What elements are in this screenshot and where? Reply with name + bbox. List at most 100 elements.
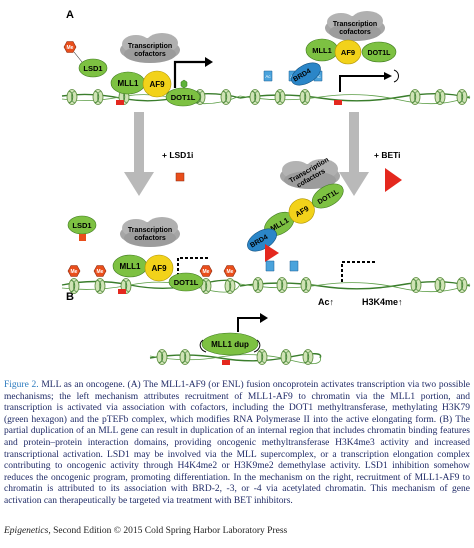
- nucleosome: [252, 277, 264, 293]
- nucleosome: [156, 349, 168, 365]
- me-marker: Me: [223, 265, 237, 277]
- me-marker: Me: [93, 265, 107, 277]
- publication-credit: Epigenetics, Second Edition © 2015 Cold …: [4, 526, 470, 536]
- reduced-transcription-line: [177, 257, 208, 276]
- ac-marker: Ac: [313, 70, 323, 82]
- dot1l-protein: [311, 183, 344, 209]
- mll1-dup-label: MLL1 dup: [211, 340, 249, 349]
- nucleosome: [300, 277, 312, 293]
- svg-text:Ac: Ac: [265, 74, 271, 79]
- svg-text:DOT1L: DOT1L: [368, 50, 392, 57]
- ac-marker: [289, 260, 299, 272]
- lsd1-label: LSD1: [83, 64, 102, 73]
- ac-marker: Ac: [263, 70, 273, 82]
- svg-text:cofactors: cofactors: [134, 51, 166, 58]
- nucleosome: [434, 277, 446, 293]
- brd4-protein: [291, 62, 321, 86]
- svg-text:cofactors: cofactors: [134, 235, 166, 242]
- lsd1i-arrow: [124, 112, 154, 196]
- svg-text:MLL1: MLL1: [120, 262, 141, 271]
- cpg-box: [334, 100, 342, 105]
- bottom-right-complex: Transcription cofactors MLL1 AF9 DOT1L B…: [239, 157, 471, 307]
- cpg-box: [222, 360, 230, 365]
- mll1-dup-protein: [201, 332, 259, 356]
- svg-text:Me: Me: [67, 45, 74, 51]
- nucleosome: [92, 89, 104, 105]
- panel-a-label: A: [66, 9, 74, 21]
- h3k4me-increase-label: H3K4me↑: [362, 297, 403, 307]
- transcription-arrow: [237, 317, 262, 332]
- me-marker: Me: [67, 265, 81, 277]
- nucleosome: [299, 89, 311, 105]
- figure-diagram: A B Me LSD1 Transcription cofactors MLL1…: [61, 9, 471, 365]
- nucleosome: [224, 278, 236, 294]
- top-right-complex: Ac Ac Ac Transcription cofactors MLL1 AF…: [239, 11, 471, 105]
- ac-increase-label: Ac↑: [318, 297, 334, 307]
- reduced-transcription-line: [341, 261, 376, 282]
- nucleosome: [94, 278, 106, 294]
- nucleosome: [456, 277, 468, 293]
- svg-text:LSD1: LSD1: [72, 221, 91, 230]
- ac-marker: [265, 260, 275, 272]
- svg-text:Me: Me: [227, 269, 234, 275]
- nucleosome: [179, 349, 191, 365]
- nucleosome: [280, 349, 292, 365]
- nucleosome: [274, 89, 286, 105]
- transcription-arrow: [339, 75, 388, 92]
- svg-text:Me: Me: [97, 269, 104, 275]
- svg-text:Transcription: Transcription: [128, 227, 172, 234]
- nucleosome: [456, 89, 468, 105]
- svg-text:AF9: AF9: [149, 80, 165, 89]
- lsd1i-inhibitor: [175, 172, 185, 182]
- top-left-complex: Me LSD1 Transcription cofactors MLL1 AF9…: [61, 33, 241, 107]
- nucleosome: [409, 89, 421, 105]
- svg-text:Ac: Ac: [315, 74, 321, 79]
- beti-bound: [265, 244, 279, 262]
- beti-label: + BETi: [374, 150, 401, 160]
- nucleosome: [66, 89, 78, 105]
- figure-caption-text: MLL as an oncogene. (A) The MLL1-AF9 (or…: [4, 380, 471, 506]
- nucleosome: [256, 349, 268, 365]
- beti-arrow: [339, 112, 369, 196]
- nucleosome: [68, 278, 80, 294]
- transcription-arrow: [173, 60, 205, 88]
- nucleosome: [220, 89, 232, 105]
- panel-b-label: B: [66, 291, 74, 303]
- dot1l-protein: [168, 272, 204, 292]
- figure-caption-label: Figure 2.: [4, 380, 39, 390]
- svg-text:AF9: AF9: [151, 264, 167, 273]
- nucleosome: [249, 89, 261, 105]
- svg-text:MLL1: MLL1: [118, 79, 139, 88]
- bottom-left-complex: LSD1 Me Me Me Me Transcription cofactors…: [61, 215, 241, 294]
- svg-text:Transcription: Transcription: [128, 43, 172, 50]
- svg-text:Me: Me: [203, 269, 210, 275]
- h3k79-hexagon: [180, 79, 188, 89]
- svg-text:MLL1: MLL1: [312, 46, 332, 55]
- af9-protein: [144, 254, 174, 282]
- me-marker: Me: [63, 41, 77, 53]
- af9-protein: [334, 39, 362, 65]
- dna-strand: [61, 93, 241, 102]
- nucleosome: [302, 349, 314, 365]
- cpg-box: [116, 100, 124, 105]
- dot1l-protein: [361, 41, 397, 63]
- svg-text:AF9: AF9: [341, 48, 355, 57]
- svg-text:Me: Me: [71, 269, 78, 275]
- lsd1i-label: + LSD1i: [162, 150, 193, 160]
- cpg-box: [118, 289, 126, 294]
- figure-caption: Figure 2. MLL as an oncogene. (A) The ML…: [4, 380, 470, 508]
- nucleosome: [276, 277, 288, 293]
- nucleosome: [410, 277, 422, 293]
- svg-text:Transcription: Transcription: [333, 21, 377, 28]
- svg-text:cofactors: cofactors: [339, 29, 371, 36]
- me-marker: Me: [199, 265, 213, 277]
- lsd1-protein: [78, 58, 108, 78]
- dot1l-protein: [165, 87, 201, 107]
- panel-b-mll1-dup: MLL1 dup: [149, 313, 322, 365]
- svg-text:DOT1L: DOT1L: [171, 93, 196, 102]
- af9-protein: [142, 70, 172, 98]
- beti-inhibitor: [385, 168, 402, 192]
- svg-text:DOT1L: DOT1L: [174, 278, 199, 287]
- credit-rest: Second Edition © 2015 Cold Spring Harbor…: [50, 526, 288, 536]
- nucleosome: [434, 89, 446, 105]
